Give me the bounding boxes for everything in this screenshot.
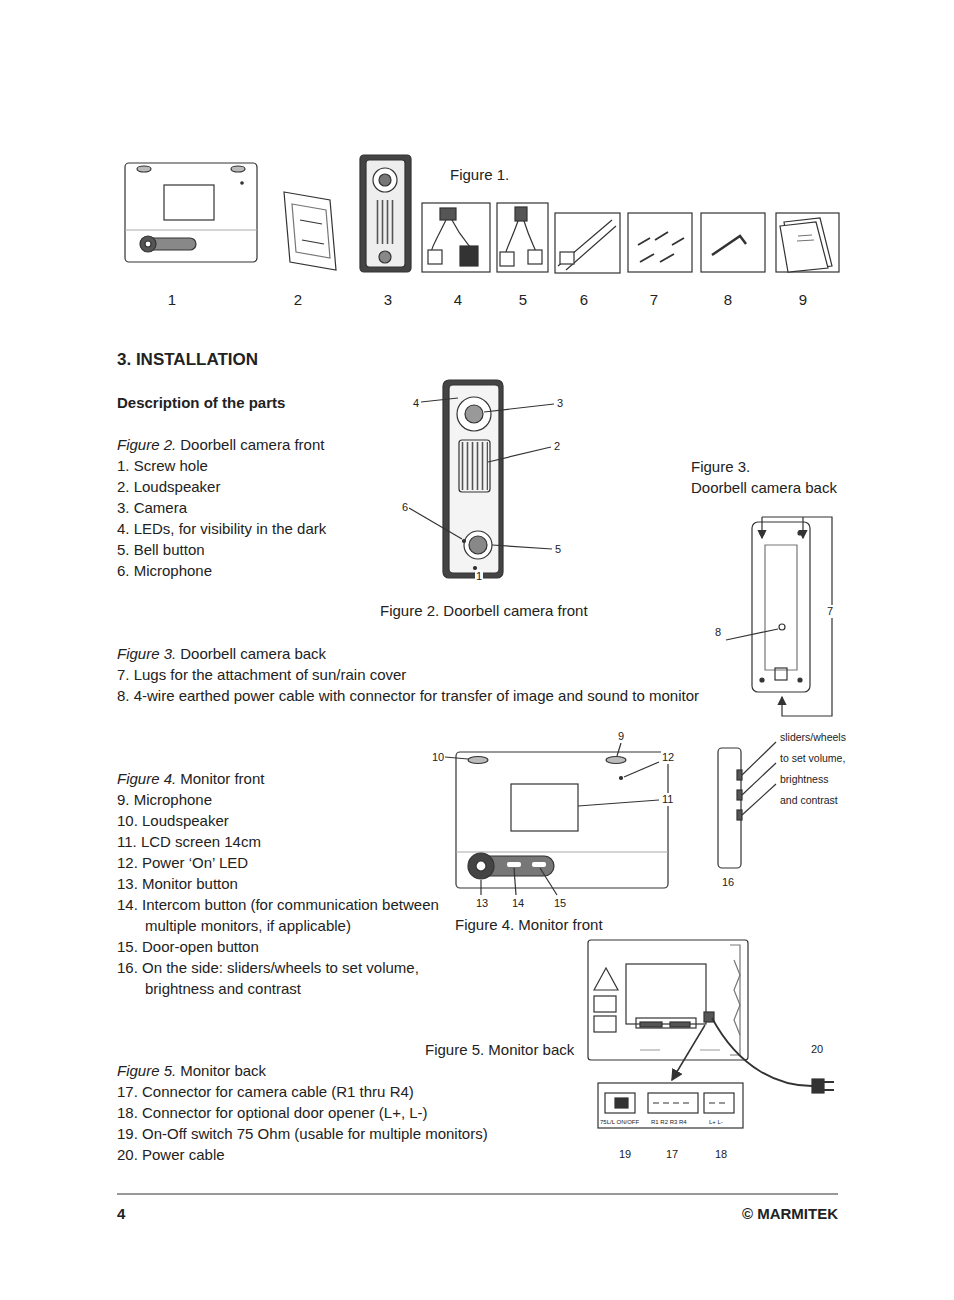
part-item: 10. Loudspeaker <box>117 810 229 831</box>
callout-number: 5 <box>554 543 562 556</box>
figure-caption: Figure 2. Doorbell camera front <box>380 600 588 621</box>
part-item: 20. Power cable <box>117 1144 225 1165</box>
part-number: 2 <box>294 289 302 310</box>
callout-number: 4 <box>412 397 420 410</box>
callout-number: 20 <box>810 1043 824 1056</box>
figure-ref: Figure 5. <box>117 1060 176 1081</box>
monitor-thumb <box>125 163 257 262</box>
part-number: 9 <box>799 289 807 310</box>
monitor-back <box>588 940 834 1128</box>
figure-ref: Figure 3. <box>691 456 750 477</box>
part-item: 17. Connector for camera cable (R1 thru … <box>117 1081 414 1102</box>
figure-ref-text: Monitor front <box>180 768 264 789</box>
figure-ref: Figure 2. <box>117 434 176 455</box>
footer-rule <box>117 1194 838 1195</box>
part-number: 4 <box>454 289 462 310</box>
callout-number: 6 <box>401 501 409 514</box>
part-number: 8 <box>724 289 732 310</box>
callout-number: 13 <box>475 897 489 910</box>
subheading: Description of the parts <box>117 392 285 413</box>
terminal-label: 75L/L ON/OFF <box>600 1118 639 1126</box>
callout-number: 10 <box>431 751 445 764</box>
figure-caption: Figure 1. <box>450 164 509 185</box>
part-item: 4. LEDs, for visibility in the dark <box>117 518 326 539</box>
side-note: brightness <box>780 773 828 786</box>
part-item: 3. Camera <box>117 497 187 518</box>
side-note: to set volume, <box>780 752 845 765</box>
monitor-front <box>445 742 776 895</box>
section-title: 3. INSTALLATION <box>117 349 258 370</box>
part-number: 3 <box>384 289 392 310</box>
figure-ref: Figure 4. <box>117 768 176 789</box>
doorbell-front <box>409 380 554 578</box>
doorbell-back <box>726 517 832 716</box>
part-item: 8. 4-wire earthed power cable with conne… <box>117 685 699 706</box>
part-item: 2. Loudspeaker <box>117 476 220 497</box>
part-item: 16. On the side: sliders/wheels to set v… <box>117 957 437 999</box>
callout-number: 1 <box>475 570 483 583</box>
callout-number: 9 <box>617 730 625 743</box>
part-number: 1 <box>168 289 176 310</box>
part-item: 15. Door-open button <box>117 936 259 957</box>
parts-boxes <box>422 203 839 273</box>
callout-number: 18 <box>714 1148 728 1161</box>
figure-caption: Figure 4. Monitor front <box>455 914 603 935</box>
brand-footer: © MARMITEK <box>742 1203 838 1224</box>
callout-number: 17 <box>665 1148 679 1161</box>
part-item: 9. Microphone <box>117 789 212 810</box>
callout-number: 11 <box>661 793 674 806</box>
figure-ref-text: Monitor back <box>180 1060 266 1081</box>
part-item: 13. Monitor button <box>117 873 238 894</box>
figure-ref-text: Doorbell camera back <box>691 477 837 498</box>
terminal-label: R1 R2 R3 R4 <box>651 1118 687 1126</box>
page-number: 4 <box>117 1203 125 1224</box>
part-item: 5. Bell button <box>117 539 205 560</box>
callout-number: 16 <box>721 876 735 889</box>
callout-number: 14 <box>511 897 525 910</box>
part-item: 14. Intercom button (for communication b… <box>117 894 467 936</box>
bracket-thumb <box>284 192 336 270</box>
part-item: 18. Connector for optional door opener (… <box>117 1102 428 1123</box>
side-note: sliders/wheels <box>780 731 846 744</box>
part-item: 19. On-Off switch 75 Ohm (usable for mul… <box>117 1123 488 1144</box>
callout-number: 19 <box>618 1148 632 1161</box>
part-item: 7. Lugs for the attachment of sun/rain c… <box>117 664 406 685</box>
callout-number: 12 <box>661 751 675 764</box>
part-item: 6. Microphone <box>117 560 212 581</box>
figure-ref: Figure 3. <box>117 643 176 664</box>
figure-caption: Figure 5. Monitor back <box>425 1039 574 1060</box>
part-item: 12. Power ‘On’ LED <box>117 852 248 873</box>
figure-ref-text: Doorbell camera back <box>180 643 326 664</box>
callout-number: 2 <box>553 440 561 453</box>
part-number: 6 <box>580 289 588 310</box>
part-item: 11. LCD screen 14cm <box>117 831 261 852</box>
part-item: 1. Screw hole <box>117 455 208 476</box>
terminal-label: L+ L- <box>709 1118 723 1126</box>
callout-number: 3 <box>556 397 564 410</box>
callout-number: 8 <box>714 626 722 639</box>
doorbell-thumb <box>360 155 411 272</box>
part-number: 5 <box>519 289 527 310</box>
part-number: 7 <box>650 289 658 310</box>
callout-number: 7 <box>826 605 834 618</box>
figure-ref-text: Doorbell camera front <box>180 434 324 455</box>
callout-number: 15 <box>553 897 567 910</box>
side-note: and contrast <box>780 794 838 807</box>
